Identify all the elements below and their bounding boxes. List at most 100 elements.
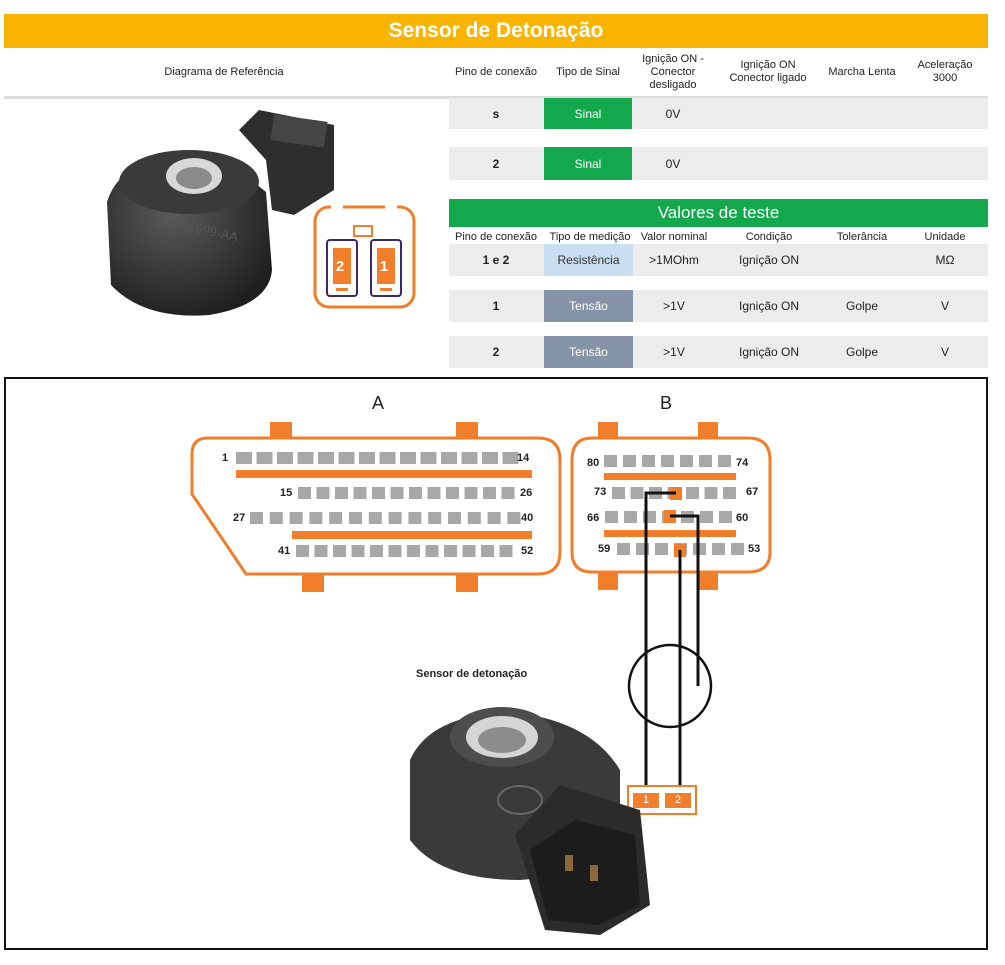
connector-pin [483,487,496,499]
sensor-label: Sensor de detonação [416,668,528,680]
connector-pin [250,512,263,524]
test-row-nominal: >1MOhm [649,253,699,267]
connector-pin [298,487,311,499]
connector-pin [686,487,699,499]
b-pin-number: 59 [598,543,611,555]
test-row-pin: 1 [492,299,500,313]
connector-pin [723,487,736,499]
connector-pin [623,455,636,467]
connector-pin [379,452,396,464]
connector-pin [642,455,655,467]
connector-pin [617,543,630,555]
connector-pin [390,487,404,499]
test-row-nominal: >1V [663,299,685,313]
a-pin-number: 41 [278,545,291,557]
test-header-tolerance: Tolerância [836,231,888,243]
sensor-pin-blocks [627,785,697,815]
sensor-pin-2: 2 [674,794,682,806]
connector-pin [314,545,328,557]
test-row-unit: V [940,299,949,313]
header-divider [4,96,988,99]
connector-pin [318,452,334,464]
connector-pin [446,487,459,499]
header-pin: Pino de conexão [455,65,537,78]
test-row-unit: MΩ [935,253,955,267]
connector-pin [680,455,693,467]
a-pin-number: 15 [280,487,293,499]
connector-pin [333,545,346,557]
test-row-nominal: >1V [663,345,685,359]
connector-pin [461,452,478,464]
test-row-pin: 1 e 2 [482,253,510,267]
connector-pin [501,487,515,499]
connector-pin [481,545,494,557]
test-header-unit: Unidade [924,231,966,243]
test-header-measure: Tipo de medição [549,231,631,243]
connector-pin [351,545,365,557]
b-pin-number: 67 [746,486,759,498]
signal-row [449,98,988,129]
a-pin-number: 27 [233,512,246,524]
connector-pin [624,511,637,523]
connector-pin [704,487,718,499]
connector-pin [502,452,519,464]
connector-pin [338,452,355,464]
test-row-measure: Tensão [544,336,633,368]
connector-pin [718,455,731,467]
header-accel: Aceleração 3000 [917,59,973,84]
connector-pin [427,487,441,499]
test-row-condition: Ignição ON [738,253,800,267]
connector-pin [464,487,478,499]
connector-pin [359,452,375,464]
connector-pin [425,545,439,557]
header-ign-off: Ignição ON - Conector desligado [642,52,704,91]
sensor-pin-1: 1 [642,794,650,806]
connector-pin [462,545,476,557]
test-row-unit: V [940,345,949,359]
connector-pin [407,545,420,557]
connector-pin [700,511,713,523]
connector-pin [467,512,481,524]
connector-pin [482,452,498,464]
connector-pin [296,545,309,557]
connector-pin [372,487,385,499]
b-pin-number: 74 [736,457,749,469]
connector-pin [441,452,457,464]
test-header-pin: Pino de conexão [455,231,537,243]
b-pin-number: 80 [587,457,600,469]
connector-pin [420,452,437,464]
wiring-diagram-panel [4,377,988,950]
connector-pin [256,452,273,464]
test-row-pin: 2 [492,345,500,359]
connector-pin [661,455,674,467]
connector-pin [309,512,323,524]
b-pin-number: 73 [594,486,607,498]
ref-pin-left-label: 2 [335,258,345,275]
ref-pin-right-label: 1 [379,258,389,275]
connector-pin [408,512,422,524]
connector-a [190,422,562,592]
a-pin-number: 26 [520,487,533,499]
connector-a-label: A [372,393,385,413]
sensor-wires [627,491,713,790]
connector-pin [353,487,367,499]
signal-row-pin: 2 [492,156,500,171]
connector-pin [277,452,293,464]
connector-b [570,422,772,590]
header-ign-on: Ignição ON Conector ligado [729,59,807,84]
reference-diagram: 7U 221699-AA [107,110,416,316]
a-pin-number: 14 [517,452,530,464]
test-row-condition: Ignição ON [738,345,800,359]
connector-pin [444,545,457,557]
connector-pin [428,512,442,524]
test-row [449,290,988,322]
knock-sensor-image: 7U 221699-AA [107,110,334,316]
connector-pin [448,512,461,524]
connector-pin [655,543,668,555]
connector-pin [400,452,416,464]
header-idle: Marcha Lenta [828,65,896,78]
connector-pin [712,543,725,555]
connector-pin [370,545,383,557]
b-pin-number: 60 [736,512,749,524]
